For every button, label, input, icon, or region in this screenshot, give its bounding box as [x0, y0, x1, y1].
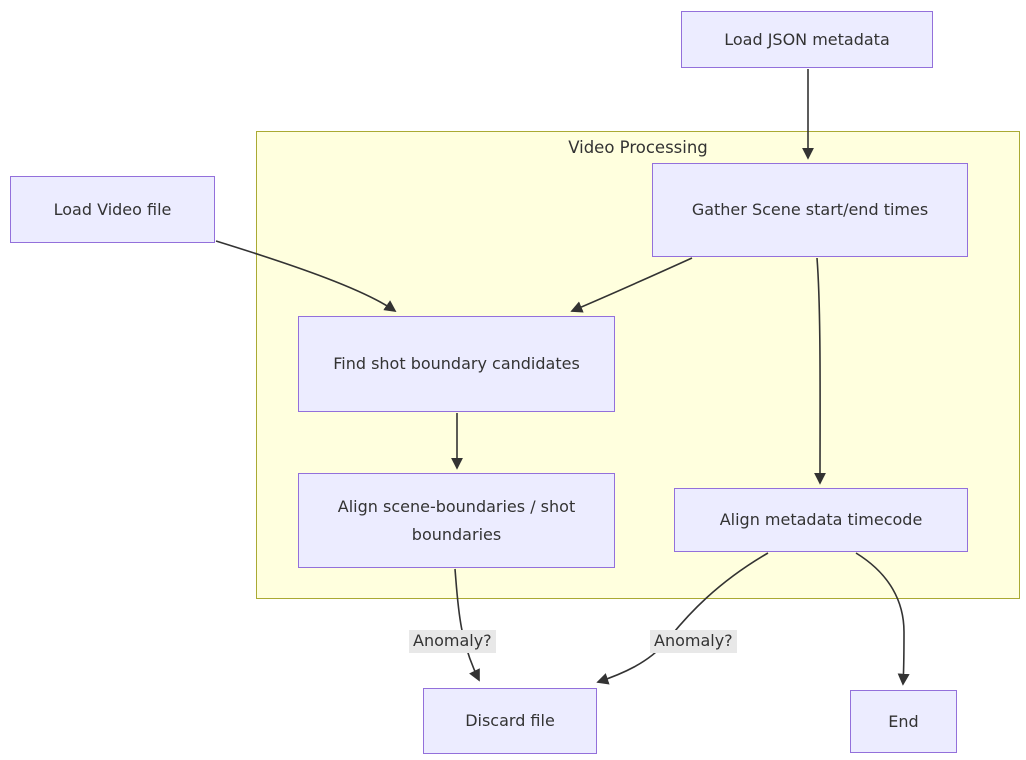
node-align-scene-shot-boundaries: Align scene-boundaries / shot boundaries — [298, 473, 615, 568]
node-label: Align scene-boundaries / shot boundaries — [337, 496, 576, 544]
edge-label-anomaly-left: Anomaly? — [409, 630, 496, 653]
edge-align-meta-to-end — [855, 552, 910, 686]
node-align-metadata-timecode: Align metadata timecode — [674, 488, 968, 552]
node-gather-scene-times: Gather Scene start/end times — [652, 163, 968, 257]
node-load-json-metadata: Load JSON metadata — [681, 11, 933, 68]
node-label: Load Video file — [53, 199, 172, 219]
edge-label-anomaly-right: Anomaly? — [650, 630, 737, 653]
node-label: Discard file — [465, 711, 555, 730]
edge-load-video-to-find-shot — [215, 240, 397, 313]
node-end: End — [850, 690, 957, 753]
node-label: Find shot boundary candidates — [333, 354, 580, 373]
edge-gather-scene-to-find-shot — [570, 257, 693, 313]
node-label: Gather Scene start/end times — [691, 200, 929, 219]
node-find-shot-boundary-candidates: Find shot boundary candidates — [298, 316, 615, 412]
edge-align-scene-to-discard — [454, 568, 480, 682]
subgraph-title: Video Processing — [568, 138, 708, 157]
node-load-video-file: Load Video file — [10, 176, 215, 243]
node-label: Load JSON metadata — [724, 29, 890, 49]
node-discard-file: Discard file — [423, 688, 597, 754]
edge-gather-scene-to-align-meta — [814, 257, 827, 485]
node-label: End — [888, 711, 919, 731]
node-label: Align metadata timecode — [719, 510, 923, 529]
edge-align-meta-to-discard — [596, 552, 769, 685]
